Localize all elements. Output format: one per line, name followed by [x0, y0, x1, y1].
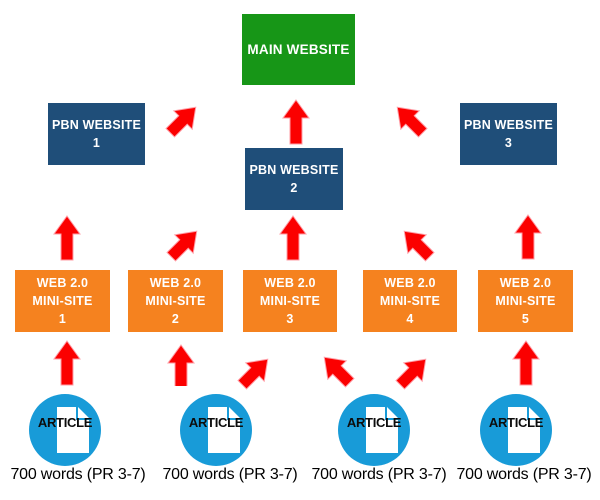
- article-label: ARTICLE: [37, 415, 93, 430]
- arrow-article4-to-web5-icon: [512, 340, 540, 386]
- web-mini-site-1-node: WEB 2.0 MINI-SITE 1: [15, 270, 110, 332]
- article-document-icon: [508, 407, 540, 453]
- arrow-pbn2-to-main-icon: [282, 99, 310, 145]
- article-3-node: ARTICLE: [338, 394, 410, 466]
- pbn-website-1-number: 1: [92, 136, 101, 150]
- web-mini-site-5-node: WEB 2.0 MINI-SITE 5: [478, 270, 573, 332]
- arrow-pbn3-to-main-icon: [387, 97, 433, 143]
- article-4-caption: 700 words (PR 3-7): [456, 466, 592, 483]
- arrow-pbn1-to-main-icon: [160, 97, 206, 143]
- arrow-article3-to-web3-icon: [314, 347, 360, 393]
- arrow-web4-to-pbn2-icon: [394, 221, 440, 267]
- arrow-article2-to-web3-icon: [232, 349, 278, 395]
- arrow-web1-to-pbn1-icon: [53, 215, 81, 261]
- web-mini-site-3-node: WEB 2.0 MINI-SITE 3: [243, 270, 337, 332]
- web-5-line2: MINI-SITE: [495, 293, 556, 308]
- web-4-number: 4: [406, 312, 414, 327]
- arrow-article2-to-web2-icon: [167, 344, 195, 386]
- pbn-website-1-node: PBN WEBSITE 1: [48, 103, 145, 165]
- web-2-line2: MINI-SITE: [145, 293, 206, 308]
- web-5-number: 5: [521, 312, 530, 327]
- article-1-node: ARTICLE: [29, 394, 101, 466]
- main-website-node: MAIN WEBSITE: [242, 14, 355, 85]
- arrow-web2-to-pbn2-icon: [161, 221, 207, 267]
- web-4-line2: MINI-SITE: [379, 293, 441, 308]
- web-1-line2: MINI-SITE: [32, 293, 93, 308]
- article-label: ARTICLE: [346, 415, 402, 430]
- web-mini-site-4-node: WEB 2.0 MINI-SITE 4: [363, 270, 457, 332]
- pbn-website-3-node: PBN WEBSITE 3: [460, 103, 557, 165]
- arrow-web3-to-pbn2-icon: [279, 215, 307, 261]
- main-website-label: MAIN WEBSITE: [247, 41, 350, 57]
- pbn-website-3-label: PBN WEBSITE: [463, 117, 553, 132]
- pbn-website-3-number: 3: [504, 136, 513, 150]
- pbn-website-1-label: PBN WEBSITE: [51, 117, 141, 132]
- web-1-line1: WEB 2.0: [36, 275, 89, 290]
- article-3-caption: 700 words (PR 3-7): [311, 466, 447, 483]
- article-2-node: ARTICLE: [180, 394, 252, 466]
- web-2-number: 2: [171, 312, 180, 327]
- web-2-line1: WEB 2.0: [149, 275, 202, 290]
- article-document-icon: [208, 407, 240, 453]
- article-2-caption: 700 words (PR 3-7): [162, 466, 298, 483]
- article-label: ARTICLE: [488, 415, 544, 430]
- pbn-website-2-label: PBN WEBSITE: [249, 162, 339, 177]
- arrow-web5-to-pbn3-icon: [514, 214, 542, 260]
- web-4-line1: WEB 2.0: [384, 275, 436, 290]
- web-3-line2: MINI-SITE: [259, 293, 321, 308]
- article-4-node: ARTICLE: [480, 394, 552, 466]
- article-1-caption: 700 words (PR 3-7): [10, 466, 146, 483]
- arrow-article1-to-web1-icon: [53, 340, 81, 386]
- article-document-icon: [366, 407, 398, 453]
- web-5-line1: WEB 2.0: [499, 275, 552, 290]
- arrow-article3-to-web4-icon: [390, 349, 436, 395]
- web-1-number: 1: [58, 312, 67, 327]
- pbn-website-2-number: 2: [290, 181, 298, 195]
- web-3-line1: WEB 2.0: [264, 275, 316, 290]
- article-document-icon: [57, 407, 89, 453]
- pbn-website-2-node: PBN WEBSITE 2: [245, 148, 343, 210]
- web-3-number: 3: [286, 312, 294, 327]
- article-label: ARTICLE: [188, 415, 244, 430]
- web-mini-site-2-node: WEB 2.0 MINI-SITE 2: [128, 270, 223, 332]
